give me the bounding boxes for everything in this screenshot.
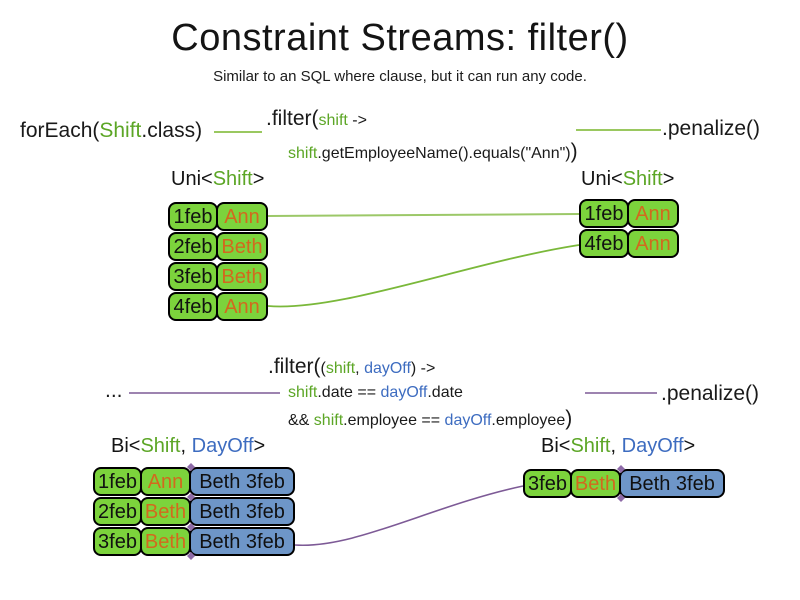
uni-left-heading-type: Shift xyxy=(212,168,253,190)
employee-cell: Beth xyxy=(216,232,268,261)
date-cell: 3feb xyxy=(168,262,218,291)
foreach-expression: forEach(Shift.class) xyxy=(20,119,202,143)
bi-filter-cond1: shift.date == dayOff.date xyxy=(288,384,463,402)
bi-filter-params-open: ( xyxy=(320,360,326,377)
bi-left-heading-pre: Bi< xyxy=(111,435,141,457)
employee-cell: Beth xyxy=(140,497,191,526)
dayoff-cell: Beth 3feb xyxy=(189,497,295,526)
table-row: 2feb Beth xyxy=(168,232,268,261)
employee-cell: Beth xyxy=(216,262,268,291)
uni-right-heading: Uni<Shift> xyxy=(581,168,674,191)
bi-filter-cond2: && shift.employee == dayOff.employee) xyxy=(288,407,572,431)
cond1-end: .date xyxy=(427,384,463,401)
green-connector-row-1feb xyxy=(267,213,580,217)
employee-cell: Beth xyxy=(570,469,621,498)
uni-filter-keyword: .filter( xyxy=(266,107,319,130)
table-row: 1feb Ann Beth 3feb xyxy=(93,467,295,496)
bi-left-table: 1feb Ann Beth 3feb 2feb Beth Beth 3feb 3… xyxy=(93,467,295,556)
cond2-end: .employee xyxy=(491,412,566,429)
uni-right-heading-type: Shift xyxy=(622,168,663,190)
bi-right-heading-type1: Shift xyxy=(570,435,611,457)
employee-cell: Ann xyxy=(216,292,268,321)
dayoff-cell: Beth 3feb xyxy=(189,527,295,556)
employee-cell: Ann xyxy=(627,229,679,258)
uni-left-heading: Uni<Shift> xyxy=(171,168,264,191)
table-row: 4feb Ann xyxy=(168,292,268,321)
table-row: 1feb Ann xyxy=(168,202,268,231)
bi-filter-keyword: .filter( xyxy=(268,355,321,378)
foreach-pre: forEach( xyxy=(20,119,100,142)
uni-filter-body-param: shift xyxy=(288,145,318,162)
date-cell: 1feb xyxy=(168,202,218,231)
employee-cell: Ann xyxy=(627,199,679,228)
bi-filter-params-close: ) xyxy=(410,360,417,377)
bi-filter-head: .filter((shift, dayOff) -> xyxy=(268,355,435,379)
uni-filter-close-paren: ) xyxy=(570,140,578,163)
bi-right-heading-comma: , xyxy=(610,435,622,457)
table-row: 3feb Beth Beth 3feb xyxy=(93,527,295,556)
bi-right-heading-pre: Bi< xyxy=(541,435,571,457)
date-cell: 3feb xyxy=(93,527,142,556)
foreach-post: .class) xyxy=(141,119,203,142)
bi-left-heading-post: > xyxy=(253,435,266,457)
uni-filter-body: shift.getEmployeeName().equals("Ann")) xyxy=(288,140,578,164)
uni-filter-param: shift xyxy=(318,112,348,129)
date-cell: 1feb xyxy=(93,467,142,496)
dayoff-cell: Beth 3feb xyxy=(619,469,725,498)
uni-left-table: 1feb Ann 2feb Beth 3feb Beth 4feb Ann xyxy=(168,202,268,321)
date-cell: 1feb xyxy=(579,199,629,228)
uni-right-table: 1feb Ann 4feb Ann xyxy=(579,199,679,258)
dayoff-cell: Beth 3feb xyxy=(189,467,295,496)
bi-filter-params-comma: , xyxy=(355,360,365,377)
purple-connector-row-3feb xyxy=(294,485,524,547)
slide-subtitle: Similar to an SQL where clause, but it c… xyxy=(213,68,587,85)
bi-penalize: .penalize() xyxy=(661,382,760,405)
bi-right-heading-post: > xyxy=(683,435,696,457)
cond2-pre: && xyxy=(288,412,314,429)
uni-right-heading-pre: Uni< xyxy=(581,168,623,190)
bi-left-heading: Bi<Shift, DayOff> xyxy=(111,435,265,458)
cond2-param2: dayOff xyxy=(444,412,492,429)
cond1-mid: .date == xyxy=(317,384,381,401)
cond2-mid: .employee == xyxy=(343,412,445,429)
uni-penalize: .penalize() xyxy=(662,117,761,140)
cond1-param2: dayOff xyxy=(380,384,428,401)
table-row: 1feb Ann xyxy=(579,199,679,228)
bi-filter-close-paren: ) xyxy=(565,407,573,430)
bi-filter-param1: shift xyxy=(325,360,356,377)
uni-filter-arrow: -> xyxy=(347,112,367,129)
table-row: 2feb Beth Beth 3feb xyxy=(93,497,295,526)
uni-left-heading-post: > xyxy=(252,168,265,190)
cond2-param1: shift xyxy=(313,412,344,429)
cond1-param1: shift xyxy=(288,384,318,401)
bi-left-heading-type2: DayOff xyxy=(191,435,254,457)
date-cell: 4feb xyxy=(168,292,218,321)
uni-left-heading-pre: Uni< xyxy=(171,168,213,190)
table-row: 3feb Beth Beth 3feb xyxy=(523,469,725,498)
date-cell: 2feb xyxy=(93,497,142,526)
uni-right-heading-post: > xyxy=(662,168,675,190)
green-connector-row-4feb xyxy=(267,244,580,308)
table-row: 4feb Ann xyxy=(579,229,679,258)
bi-right-heading: Bi<Shift, DayOff> xyxy=(541,435,695,458)
bi-right-heading-type2: DayOff xyxy=(621,435,684,457)
bi-left-heading-type1: Shift xyxy=(140,435,181,457)
table-row: 3feb Beth xyxy=(168,262,268,291)
date-cell: 3feb xyxy=(523,469,572,498)
slide-title: Constraint Streams: filter() xyxy=(171,17,629,59)
uni-filter-body-expr: .getEmployeeName().equals("Ann") xyxy=(317,145,571,162)
employee-cell: Ann xyxy=(140,467,191,496)
bi-filter-arrow: -> xyxy=(416,360,436,377)
bi-right-table: 3feb Beth Beth 3feb xyxy=(523,469,725,498)
employee-cell: Beth xyxy=(140,527,191,556)
upstream-ellipsis: ... xyxy=(105,379,123,402)
bi-filter-param2: dayOff xyxy=(364,360,411,377)
employee-cell: Ann xyxy=(216,202,268,231)
uni-filter-head: .filter(shift -> xyxy=(266,107,367,131)
date-cell: 2feb xyxy=(168,232,218,261)
bi-left-heading-comma: , xyxy=(180,435,192,457)
foreach-type: Shift xyxy=(99,119,142,142)
date-cell: 4feb xyxy=(579,229,629,258)
